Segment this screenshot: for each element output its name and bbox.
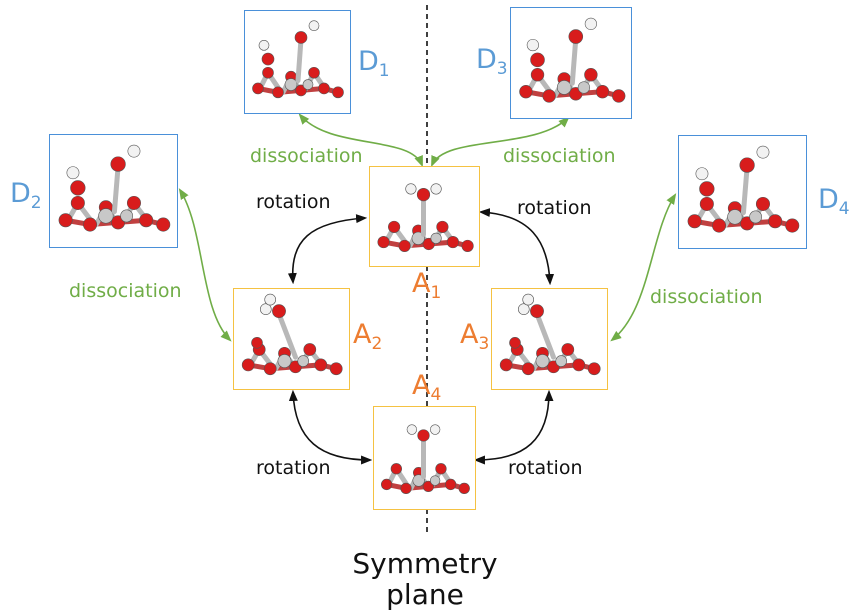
dissociation-label-d3: dissociation (503, 145, 616, 167)
state-box-a2 (233, 288, 350, 390)
rotation-label-a1-a2: rotation (256, 191, 331, 213)
structure-d3 (519, 17, 626, 103)
rotation-label-a1-a3: rotation (517, 197, 592, 219)
arrow-a2-a4 (288, 389, 373, 465)
state-label-a2: A2 (353, 319, 383, 354)
state-box-d2 (49, 134, 178, 248)
dissociation-label-d4: dissociation (650, 286, 763, 308)
dissociation-label-d2: dissociation (69, 280, 182, 302)
rotation-label-a3-a4: rotation (508, 457, 583, 479)
state-box-a3 (491, 288, 608, 390)
structure-d2 (58, 144, 171, 232)
caption-line-1: Symmetry (352, 547, 498, 580)
state-box-d3 (510, 7, 632, 119)
structure-d1 (252, 20, 344, 99)
rotation-label-a2-a4: rotation (256, 457, 331, 479)
state-box-d4 (678, 135, 807, 249)
structure-d4 (687, 145, 800, 233)
state-label-d3: D3 (476, 44, 508, 79)
arrow-a3-a4 (473, 389, 554, 465)
arrow-a1-a3 (478, 208, 555, 286)
state-label-d2: D2 (10, 178, 42, 213)
state-label-d4: D4 (818, 184, 850, 219)
structure-a1 (377, 183, 474, 252)
dissociation-label-d1: dissociation (250, 145, 363, 167)
arrow-a1-d1 (298, 113, 423, 168)
symmetry-plane-caption: Symmetry plane (330, 548, 520, 611)
structure-a4 (381, 424, 470, 494)
arrow-a1-a2 (287, 214, 368, 285)
arrow-a2-d2 (178, 188, 232, 342)
state-label-a4: A4 (412, 370, 442, 405)
state-label-a3: A3 (460, 319, 490, 354)
structure-a2 (241, 293, 343, 376)
arrow-a3-d4 (610, 193, 677, 342)
state-label-d1: D1 (358, 46, 390, 81)
caption-line-2: plane (386, 578, 464, 611)
arrow-a1-d3 (431, 116, 570, 168)
structure-a3 (499, 293, 601, 376)
state-label-a1: A1 (412, 268, 442, 303)
